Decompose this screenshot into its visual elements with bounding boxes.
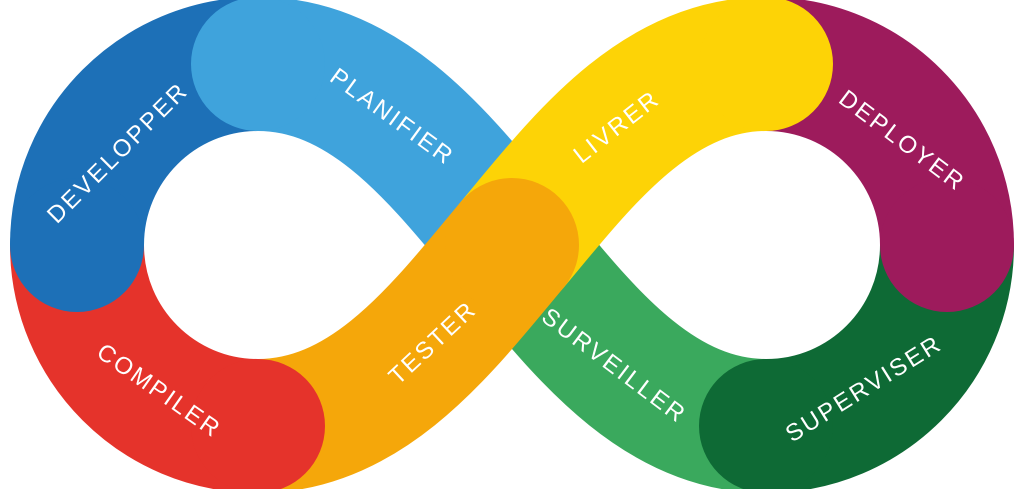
cap-developper — [10, 178, 144, 312]
cap-planifier — [191, 0, 325, 131]
cap-compiler — [191, 359, 325, 489]
cap-deployer — [880, 178, 1014, 312]
cap-livrer — [699, 0, 833, 131]
cap-tester — [445, 178, 579, 312]
cap-superviser — [699, 359, 833, 489]
